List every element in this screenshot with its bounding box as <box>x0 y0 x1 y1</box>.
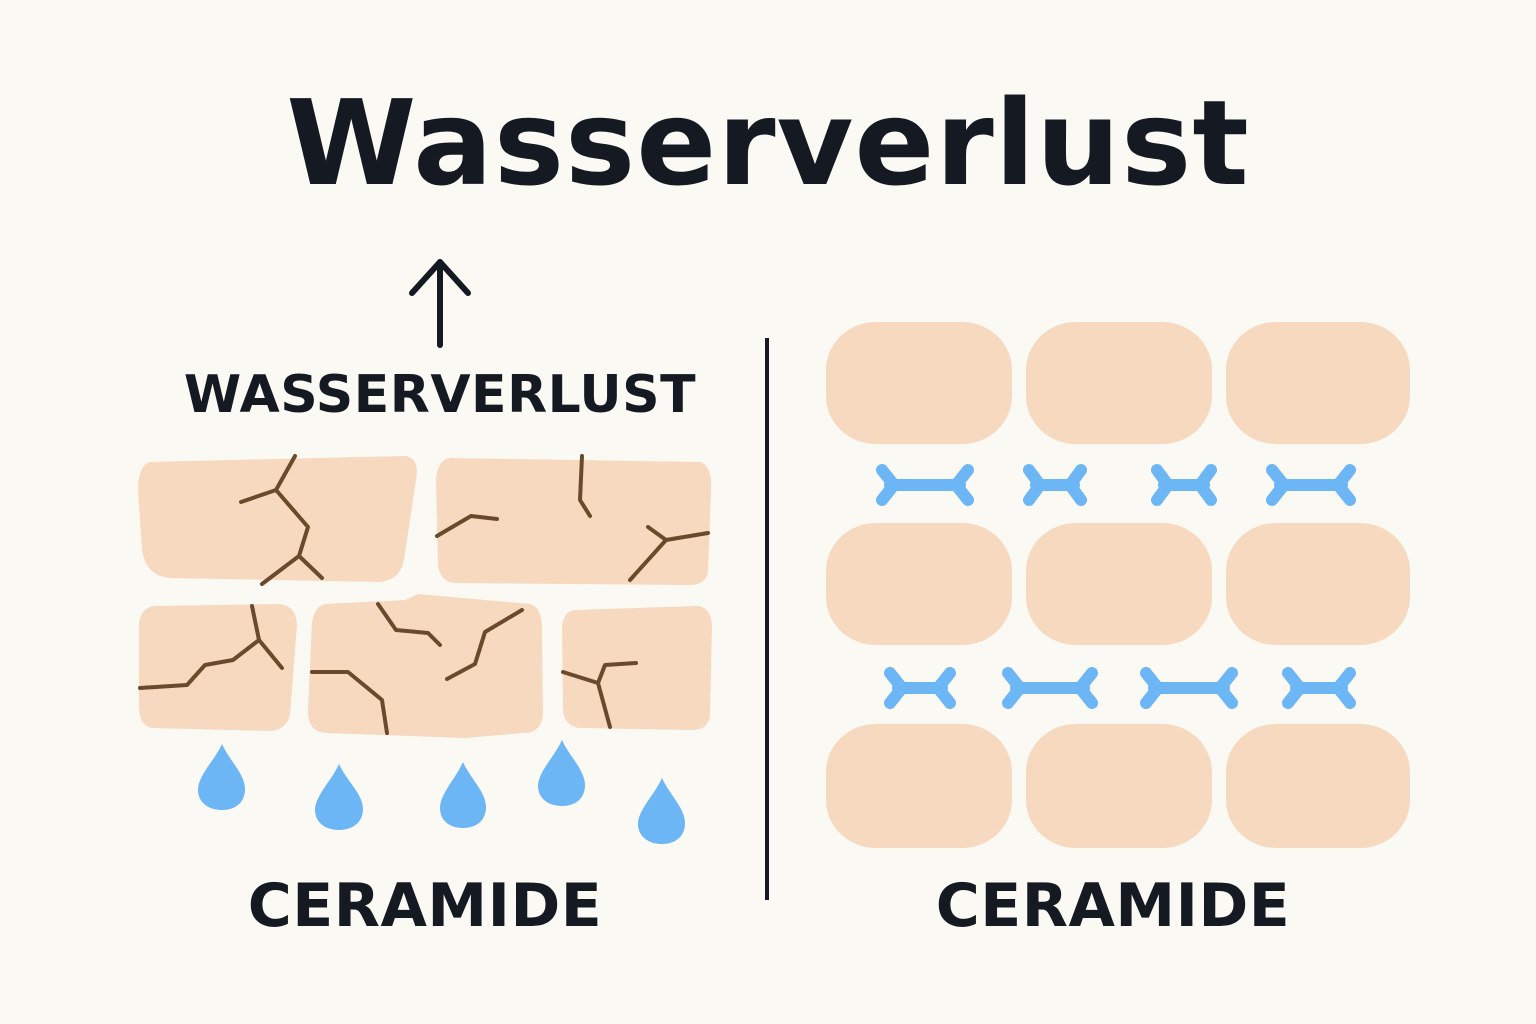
skin-cell <box>436 458 712 585</box>
skin-cell <box>1026 523 1212 645</box>
skin-cell <box>1226 724 1410 848</box>
ceramide-lipids <box>876 464 1356 709</box>
skin-cell <box>138 456 417 582</box>
skin-cell <box>562 606 712 730</box>
water-drop-icon <box>638 778 685 844</box>
skin-cell <box>826 724 1012 848</box>
water-drop-icon <box>315 764 363 830</box>
water-drop-icon <box>198 744 245 810</box>
skin-cracks <box>138 454 710 735</box>
ceramide-label-left: CERAMIDE <box>247 871 603 941</box>
water-droplets <box>198 740 685 844</box>
skin-cell <box>826 523 1012 645</box>
up-arrow-icon <box>409 259 471 348</box>
water-drop-icon <box>440 762 486 828</box>
skin-cell <box>1226 322 1410 444</box>
ceramide-lipid-icon <box>1002 667 1098 709</box>
healthy-skin-cells <box>826 322 1410 848</box>
water-drop-icon <box>538 740 585 806</box>
ceramide-label-right: CERAMIDE <box>935 871 1291 941</box>
ceramide-lipid-icon <box>876 464 974 506</box>
skin-cell <box>1026 322 1212 444</box>
skin-cell <box>139 604 297 731</box>
water-loss-label: WASSERVERLUST <box>183 365 697 425</box>
main-title: Wasserverlust <box>286 74 1250 212</box>
damaged-skin-cells <box>138 456 712 738</box>
skin-cell <box>1026 724 1212 848</box>
skin-cell <box>1226 523 1410 645</box>
ceramide-lipid-icon <box>1151 464 1217 506</box>
ceramide-lipid-icon <box>884 667 956 709</box>
ceramide-lipid-icon <box>1023 464 1087 506</box>
ceramide-lipid-icon <box>1282 667 1356 709</box>
skin-cell <box>308 594 543 738</box>
skin-cell <box>826 322 1012 444</box>
ceramide-lipid-icon <box>1266 464 1356 506</box>
ceramide-lipid-icon <box>1140 667 1238 709</box>
